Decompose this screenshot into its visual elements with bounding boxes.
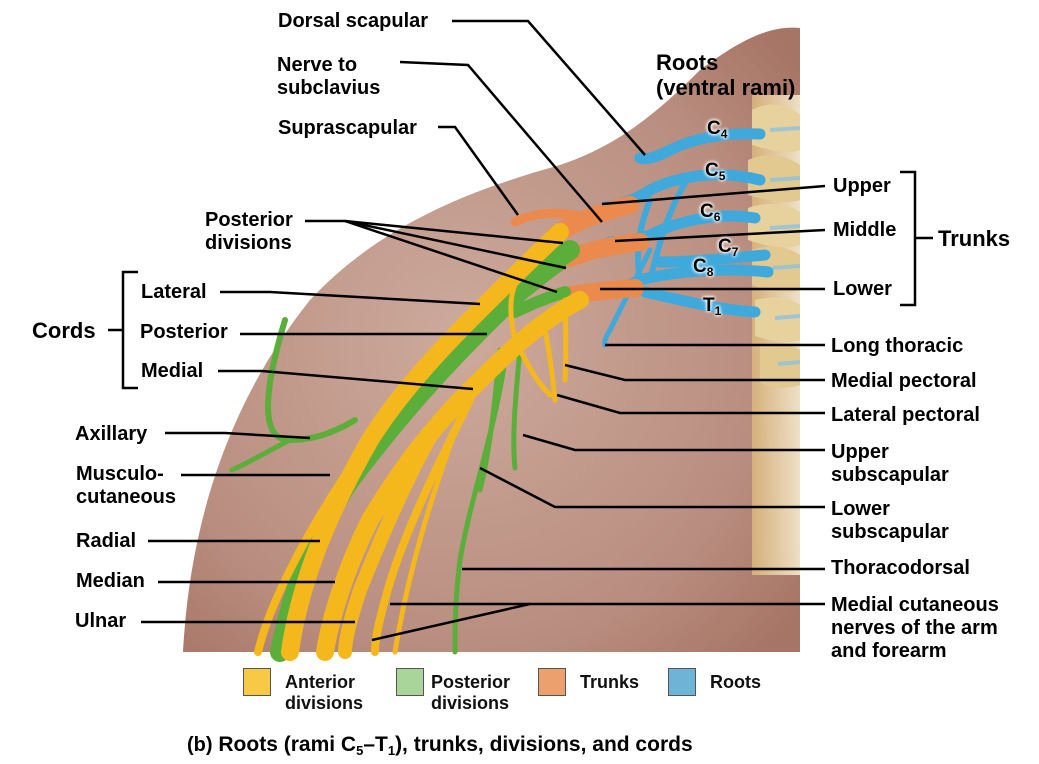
caption-sub-b: 1 [387,743,396,758]
leader-middle-trunk [614,228,826,243]
label-ulnar: Ulnar [75,610,127,632]
root-label-c5: C5 [705,160,726,183]
trunks-bracket [900,170,933,307]
legend-swatch-trunks [538,668,566,696]
label-suprascapular: Suprascapular [278,117,417,139]
thoracodorsal-nerve [452,357,508,655]
label-trunk-middle: Middle [833,219,897,241]
leader-nerve-to-subclavius [399,60,603,223]
legend-swatch-anterior [243,668,271,696]
trunks-group-label: Trunks [938,226,1011,251]
caption-text-b: –T [363,733,388,756]
suprascapular-nerve [510,208,580,227]
legend-swatch-roots [668,668,696,696]
figure-caption: (b) Roots (rami C5–T1), trunks, division… [187,733,693,758]
median-nerve [338,413,447,659]
legend-swatch-posterior [396,668,424,696]
cords-bracket [108,270,138,390]
leader-lower-subscapular [479,466,825,509]
label-cord-medial: Medial [141,360,204,382]
medial-pectoral-nerve [562,297,569,383]
cords-group-label: Cords [32,318,96,343]
leader-upper-trunk [601,184,826,206]
root-label-c8: C8 [693,256,714,279]
legend-label: Roots [710,672,761,692]
root-label-c6: C6 [700,201,721,224]
leader-dorsal-scapular [452,19,646,156]
leader-medial-cutaneous-b [371,602,531,642]
lateral-pectoral-nerve [542,327,558,403]
label-median: Median [76,570,145,592]
label-musculocutaneous: Musculo- cutaneous [76,463,177,508]
leader-lateral [220,290,481,306]
caption-text-c: ), trunks, divisions, and cords [395,733,693,756]
root-label-t1: T1 [703,295,722,318]
leader-upper-subscapular [522,433,825,452]
label-cord-lateral: Lateral [141,281,207,303]
caption-text-a: Roots (rami C [218,733,357,756]
leader-medial [218,369,474,391]
leader-posterior-div-c [344,219,558,294]
leader-medial-pectoral [564,363,825,382]
leader-lines [108,19,933,642]
upper-subscapular-nerve [511,347,523,471]
label-dorsal-scapular: Dorsal scapular [278,10,429,32]
label-lower-subscapular: Lower subscapular [831,498,949,543]
label-medial-pectoral: Medial pectoral [831,370,977,392]
posterior-divisions [229,240,580,662]
vertebral-column [748,95,801,575]
label-radial: Radial [76,530,137,552]
caption-sub-a: 5 [356,743,364,758]
root-label-c7: C7 [718,236,739,259]
anterior-divisions [254,223,589,661]
label-thoracodorsal: Thoracodorsal [831,557,970,579]
leader-axillary [165,431,311,440]
caption-tag: (b) [187,734,213,756]
leader-lateral-pectoral [556,393,825,415]
root-c4 [634,128,766,165]
root-c7 [654,249,771,268]
root-label-c4: C4 [707,118,728,141]
label-upper-subscapular: Upper subscapular [831,441,949,486]
label-cord-posterior: Posterior [140,321,228,343]
roots-title: Roots (ventral rami) [656,50,796,100]
label-trunk-upper: Upper [833,175,891,197]
legend-label: Trunks [580,672,640,692]
legend-label: Posterior divisions [431,672,511,713]
legend-label: Anterior divisions [285,672,364,713]
label-long-thoracic: Long thoracic [831,335,964,357]
label-trunk-lower: Lower [833,278,892,300]
leader-suprascapular [438,125,520,216]
leader-posterior-div-b [344,219,567,270]
root-t1 [639,286,761,318]
musculocutaneous-nerve [254,396,404,656]
label-posterior-divisions: Posterior divisions [205,209,293,254]
label-medial-cutaneous: Medial cutaneous nerves of the arm and f… [831,594,999,662]
label-lateral-pectoral: Lateral pectoral [831,404,980,426]
label-nerve-to-subclavius: Nerve to subclavius [277,54,381,99]
label-axillary: Axillary [75,423,148,445]
